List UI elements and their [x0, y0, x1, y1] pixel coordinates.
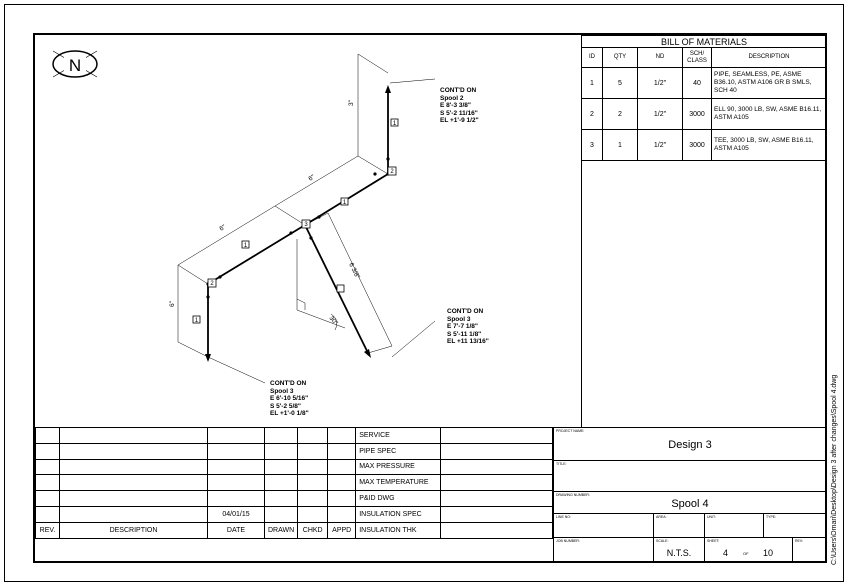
dim-angle: 30": [327, 315, 339, 327]
bom-title: BILL OF MATERIALS: [581, 35, 827, 48]
dimension-lines: [177, 53, 436, 384]
isometric-drawing: 1 1 1 1 2 2 3 3" 6" 6" 6" 6 3/8" 30": [169, 53, 436, 384]
pipe-runs: [207, 90, 389, 357]
part-tag-3: 3: [304, 222, 308, 228]
bom-header-nd: ND: [637, 47, 683, 68]
sheet-number: 4: [723, 548, 729, 558]
part-tag-1b: 1: [343, 200, 347, 206]
scale-value: N.T.S.: [666, 548, 692, 558]
spec-max-temperature: MAX TEMPERATURE: [355, 474, 442, 492]
part-tag-2a: 2: [210, 281, 214, 287]
sheet-cell: SHEET: 4 OF 10: [704, 537, 793, 563]
part-tag-2b: 2: [390, 169, 394, 175]
part-tag-1c: 1: [393, 121, 397, 127]
bom-header-sch: SCH/ CLASS: [682, 47, 712, 68]
revision-block: SERVICE PIPE SPEC MAX PRESSURE MAX TEMPE…: [35, 427, 553, 539]
rev-col-description: DESCRIPTION: [59, 521, 208, 539]
bill-of-materials: BILL OF MATERIALS ID QTY ND SCH/ CLASS D…: [581, 35, 827, 161]
spec-pid-dwg: P&ID DWG: [355, 490, 442, 507]
project-name-cell: PROJECT NAME: Design 3: [553, 427, 827, 461]
rev-col-appd: APPD: [327, 521, 357, 539]
drawing-number: Spool 4: [671, 498, 709, 510]
spec-pipe: PIPE SPEC: [355, 442, 442, 460]
rev-col-rev: REV.: [35, 521, 60, 539]
bom-header-id: ID: [581, 47, 603, 68]
project-name: Design 3: [668, 439, 712, 451]
rev-col-chkd: CHKD: [297, 521, 329, 539]
dim-run-left: 6": [218, 223, 227, 232]
drawing-frame: 1 1 1 1 2 2 3 3" 6" 6" 6" 6 3/8" 30" N C…: [33, 33, 827, 563]
pipe-branch: [304, 224, 369, 354]
rev-cell: REV:: [792, 537, 827, 563]
dimension-texts: 3" 6" 6" 6" 6 3/8" 30": [169, 99, 361, 327]
dim-run-right: 6": [307, 173, 316, 182]
drawing-number-cell: DRAWING NUMBER: Spool 4: [553, 491, 827, 514]
part-tag-1a: 1: [244, 243, 248, 249]
part-tag-1d: 1: [195, 318, 199, 324]
bom-divider: [581, 35, 582, 427]
end-arrows: [205, 85, 391, 362]
unit-cell: UNIT:: [704, 513, 764, 538]
job-number-cell: JOB NUMBER:: [553, 537, 654, 563]
type-cell: TYPE:: [763, 513, 827, 538]
project-info-block: PROJECT NAME: Design 3 TITLE: DRAWING NU…: [553, 427, 827, 563]
spec-insulation: INSULATION SPEC: [355, 505, 442, 523]
file-path: C:\Users\Omari\Desktop\Design 3 after ch…: [831, 374, 838, 565]
rev-col-drawn: DRAWN: [263, 521, 299, 539]
bom-header-desc: DESCRIPTION: [711, 47, 827, 68]
revision-date: 04/01/15: [207, 505, 265, 523]
area-cell: AREA:: [653, 513, 705, 538]
dim-vertical-top: 3": [348, 99, 355, 106]
spec-service: SERVICE: [355, 427, 442, 444]
dim-vertical-left: 6": [169, 300, 176, 307]
north-label: N: [69, 56, 81, 75]
pipe-main: [207, 90, 389, 357]
bom-header-qty: QTY: [602, 47, 638, 68]
part-tag-labels: 1 1 1 1 2 2 3: [195, 121, 397, 324]
rev-col-date: DATE: [207, 521, 265, 539]
weld-marks: [206, 157, 390, 299]
spec-insulation-thk: INSULATION THK: [355, 521, 442, 539]
sheet-total: 10: [763, 548, 774, 558]
drawing-sheet: 1 1 1 1 2 2 3 3" 6" 6" 6" 6 3/8" 30" N C…: [4, 4, 844, 582]
scale-cell: SCALE: N.T.S.: [653, 537, 705, 563]
line-no-cell: LINE NO:: [553, 513, 654, 538]
sheet-of: OF: [743, 551, 749, 556]
spec-max-pressure: MAX PRESSURE: [355, 458, 442, 476]
north-arrow-icon: N: [52, 50, 98, 78]
part-tags: [192, 118, 399, 324]
title-cell: TITLE:: [553, 460, 827, 492]
